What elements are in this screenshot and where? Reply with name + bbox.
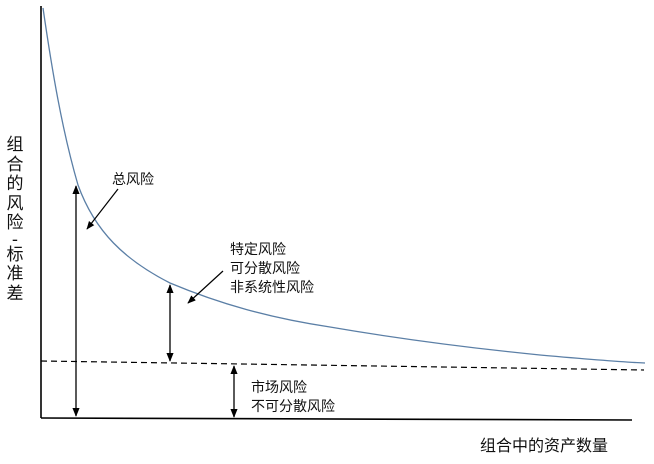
total-risk-pointer-arrow <box>86 188 119 230</box>
y-axis-label-char: 差 <box>6 283 24 304</box>
specific-risk-line-3: 非系统性风险 <box>230 280 314 296</box>
y-axis-label-char: 标 <box>6 244 24 265</box>
total-risk-label: 总风险 <box>112 172 154 188</box>
total-risk-curve <box>42 7 646 364</box>
y-axis-label-char: 的 <box>6 174 24 194</box>
y-axis-label-char: 准 <box>6 264 24 284</box>
y-axis-label-char: 风 <box>6 193 24 214</box>
y-axis-label: 组合的风险-标准差 <box>6 135 24 304</box>
specific-risk-line-1: 特定风险 <box>230 242 286 258</box>
y-axis-label-char: - <box>11 229 19 250</box>
specific-risk-pointer-arrow <box>187 270 224 304</box>
market-risk-label: 市场风险 不可分散风险 <box>251 379 335 417</box>
specific-risk-line-2: 可分散风险 <box>230 261 300 277</box>
x-axis-label: 组合中的资产数量 <box>480 436 609 455</box>
market-risk-dashed-line <box>40 360 645 371</box>
specific-risk-label: 特定风险 可分散风险 非系统性风险 <box>230 241 314 298</box>
market-risk-line-2: 不可分散风险 <box>251 399 335 415</box>
y-axis-label-char: 组 <box>6 135 24 155</box>
market-risk-line-1: 市场风险 <box>251 380 307 396</box>
y-axis-label-char: 合 <box>6 154 24 175</box>
x-axis <box>40 417 633 421</box>
y-axis-label-char: 险 <box>6 213 24 233</box>
